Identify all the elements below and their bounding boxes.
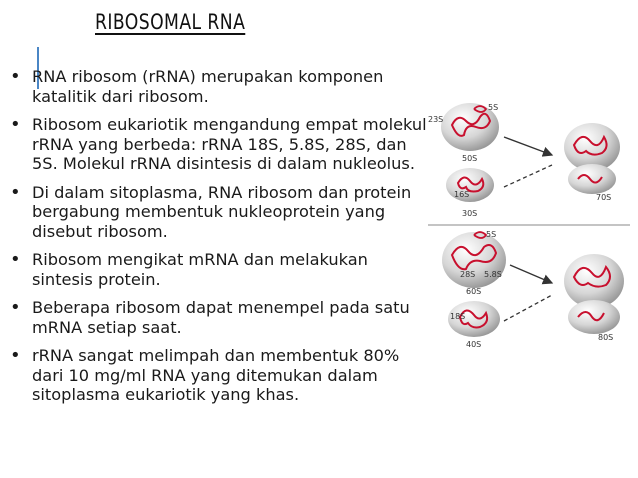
eukaryote-panel: 5S 28S 5.8S 60S 18S 40S 80S bbox=[442, 230, 624, 349]
label-60s: 60S bbox=[466, 287, 481, 296]
bullet-text: RNA ribosom (rRNA) merupakan komponen ka… bbox=[32, 67, 384, 106]
rrna-5s-strand-euk bbox=[473, 231, 488, 239]
bullet-marker: • bbox=[10, 181, 21, 203]
label-28s: 28S bbox=[460, 270, 475, 279]
label-40s: 40S bbox=[466, 340, 481, 349]
label-30s: 30S bbox=[462, 209, 477, 218]
label-23s: 23S bbox=[428, 115, 443, 124]
slide-title: RIBOSOMAL RNA bbox=[95, 10, 246, 34]
rrna-23s-strand bbox=[450, 112, 492, 137]
bullet-text: Ribosom mengikat mRNA dan melakukan sint… bbox=[32, 250, 368, 289]
label-5-8s: 5.8S bbox=[484, 270, 502, 279]
bullet-text: Ribosom eukariotik mengandung empat mole… bbox=[32, 115, 427, 173]
bullet-text: Beberapa ribosom dapat menempel pada sat… bbox=[32, 298, 410, 337]
bullet-marker: • bbox=[10, 297, 21, 318]
accent-line bbox=[37, 47, 39, 89]
bullet-marker: • bbox=[10, 66, 21, 87]
assembly-arrow bbox=[503, 136, 554, 157]
ribosome-diagram: 5S 23S 50S 16S 30S 70S 5S 28S 5.8S 60S 1… bbox=[428, 103, 630, 349]
small-subunit-40s bbox=[448, 301, 500, 337]
bullet-text: Di dalam sitoplasma, RNA ribosom dan pro… bbox=[32, 182, 412, 241]
bullet-list: • RNA ribosom (rRNA) merupakan komponen … bbox=[10, 67, 430, 414]
label-5s-euk: 5S bbox=[486, 230, 496, 239]
bullet-item: • rRNA sangat melimpah dan membentuk 80%… bbox=[10, 346, 430, 405]
label-18s: 18S bbox=[450, 312, 465, 321]
rrna-80s-strand bbox=[572, 265, 611, 322]
assembled-70s-small bbox=[568, 164, 616, 194]
bullet-text: rRNA sangat melimpah dan membentuk 80% d… bbox=[32, 346, 400, 404]
assembled-80s-large bbox=[564, 254, 624, 308]
rrna-5s-strand bbox=[473, 105, 488, 113]
assembly-arrow-dashed bbox=[503, 294, 553, 322]
label-70s: 70S bbox=[596, 193, 611, 202]
assembled-70s-large bbox=[564, 123, 620, 171]
assembled-80s-small bbox=[568, 300, 620, 334]
label-5s: 5S bbox=[488, 103, 498, 112]
bullet-item: • RNA ribosom (rRNA) merupakan komponen … bbox=[10, 67, 430, 106]
label-16s: 16S bbox=[454, 190, 469, 199]
rrna-70s-strand bbox=[572, 134, 608, 184]
label-50s: 50S bbox=[462, 154, 477, 163]
bullet-marker: • bbox=[10, 249, 21, 270]
assembly-arrow-dashed bbox=[503, 164, 553, 188]
bullet-item: • Beberapa ribosom dapat menempel pada s… bbox=[10, 298, 430, 337]
label-80s: 80S bbox=[598, 333, 613, 342]
prokaryote-panel: 5S 23S 50S 16S 30S 70S bbox=[428, 103, 620, 218]
small-subunit-30s bbox=[446, 168, 494, 202]
rrna-28s-strand bbox=[450, 244, 498, 271]
bullet-item: • Di dalam sitoplasma, RNA ribosom dan p… bbox=[10, 183, 430, 242]
assembly-arrow bbox=[509, 264, 554, 285]
bullet-marker: • bbox=[10, 345, 21, 366]
bullet-marker: • bbox=[10, 114, 21, 135]
bullet-item: • Ribosom eukariotik mengandung empat mo… bbox=[10, 115, 430, 174]
rrna-16s-strand bbox=[456, 176, 485, 193]
bullet-item: • Ribosom mengikat mRNA dan melakukan si… bbox=[10, 250, 430, 289]
rrna-18s-strand bbox=[458, 309, 489, 329]
